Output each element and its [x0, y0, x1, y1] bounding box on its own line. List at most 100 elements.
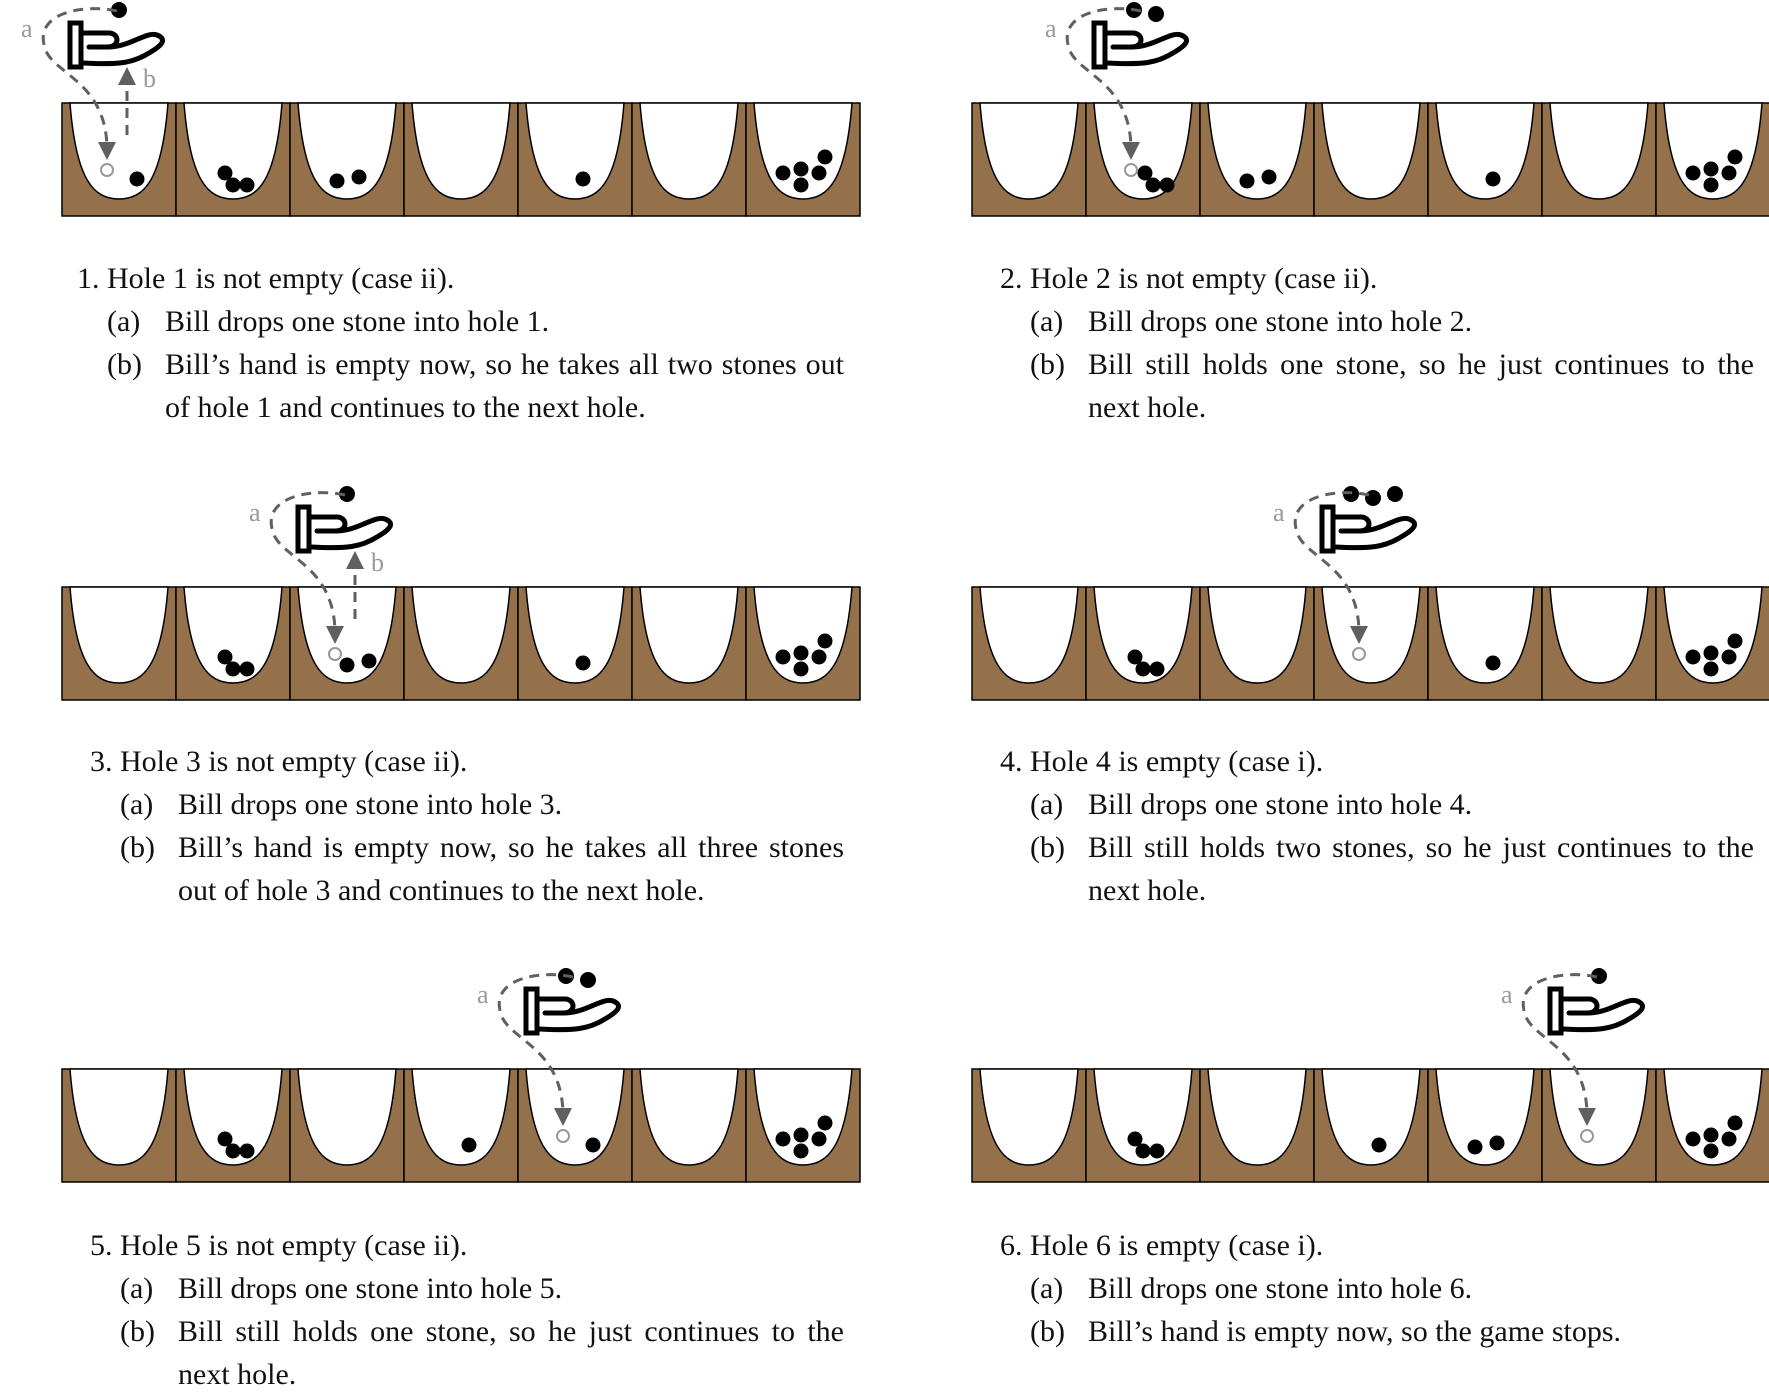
stone: [1721, 1131, 1737, 1147]
hole-cavity: [1207, 586, 1307, 684]
hole-1: [971, 102, 1087, 217]
hand-palm: [1560, 996, 1645, 1033]
hole-cavity: [1207, 1068, 1307, 1166]
hole-7: [1655, 1068, 1769, 1183]
step-5-description: 5. Hole 5 is not empty (case ii). (a)Bill…: [90, 1224, 844, 1396]
sub-step-text: Bill drops one stone into hole 2.: [1088, 305, 1473, 338]
stone: [793, 1143, 809, 1159]
sub-step-text: Bill drops one stone into hole 3.: [178, 788, 563, 821]
stone: [217, 165, 233, 181]
stone: [1721, 649, 1737, 665]
hole-cavity: [525, 1068, 625, 1166]
hand-palm: [308, 514, 393, 551]
hand-stone: [1148, 6, 1164, 22]
hole-2: [175, 102, 291, 217]
hole-cavity: [1093, 586, 1193, 684]
step-number: 4.: [1000, 745, 1023, 778]
sub-step-text: Bill still holds one stone, so he just c…: [1088, 348, 1754, 424]
hand-palm: [80, 30, 165, 67]
arrow-a-label: a: [21, 14, 33, 43]
stone: [361, 653, 377, 669]
arrow-a-drop: [41, 7, 118, 147]
dropped-stone-ghost: [1580, 1129, 1594, 1143]
stone: [811, 165, 827, 181]
hole-1: [61, 102, 177, 217]
hole-cavity: [1321, 102, 1421, 200]
hole-cavity: [1435, 586, 1535, 684]
stone: [225, 1143, 241, 1159]
step-number: 6.: [1000, 1229, 1023, 1262]
hole-6: [631, 102, 747, 217]
hole-6: [1541, 586, 1657, 701]
hole-cavity: [69, 102, 169, 200]
sub-step-a: (a)Bill drops one stone into hole 3.: [120, 783, 844, 826]
hole-4: [1313, 1068, 1429, 1183]
hole-cavity: [69, 1068, 169, 1166]
stone: [811, 649, 827, 665]
hole-cavity: [297, 102, 397, 200]
sub-step-label: (b): [1030, 348, 1065, 381]
sub-step-text: Bill still holds one stone, so he just c…: [178, 1315, 844, 1391]
hole-6: [631, 1068, 747, 1183]
step-4-description: 4. Hole 4 is empty (case i).(a)Bill drop…: [1000, 740, 1754, 912]
hand-palm: [1104, 30, 1189, 67]
sub-step-a: (a)Bill drops one stone into hole 1.: [107, 300, 844, 343]
stone: [1727, 149, 1743, 165]
stone: [1703, 177, 1719, 193]
panel-1: ab: [21, 2, 861, 217]
hole-4: [1313, 102, 1429, 217]
hole-3: [1199, 1068, 1315, 1183]
step-number: 5.: [90, 1229, 113, 1262]
hole-cavity: [183, 1068, 283, 1166]
hole-3: [1199, 586, 1315, 701]
stone: [817, 149, 833, 165]
sub-step-label: (b): [1030, 1315, 1065, 1348]
arrow-a-drop: [269, 491, 346, 631]
arrow-a-head: [98, 142, 116, 160]
step-heading-text: Hole 3 is not empty (case ii).: [120, 745, 468, 778]
sub-step-text: Bill drops one stone into hole 6.: [1088, 1272, 1473, 1305]
dropped-stone-ghost: [1124, 163, 1138, 177]
hole-cavity: [411, 102, 511, 200]
sub-step-text: Bill’s hand is empty now, so he takes al…: [165, 348, 844, 424]
arrow-a-label: a: [1045, 14, 1057, 43]
stone: [1685, 649, 1701, 665]
step-heading-text: Hole 5 is not empty (case ii).: [120, 1229, 468, 1262]
hole-6: [631, 586, 747, 701]
hole-7: [1655, 586, 1769, 701]
dropped-stone-ghost: [1352, 647, 1366, 661]
step-heading-text: Hole 1 is not empty (case ii).: [107, 262, 455, 295]
hand-cuff: [1091, 20, 1108, 70]
stone: [225, 661, 241, 677]
stone: [1467, 1139, 1483, 1155]
stone: [1721, 165, 1737, 181]
sub-step-label: (b): [120, 831, 155, 864]
step-heading: 4. Hole 4 is empty (case i).: [1000, 740, 1754, 783]
stone: [793, 661, 809, 677]
arrow-a-label: a: [1501, 980, 1513, 1009]
hole-cavity: [1321, 1068, 1421, 1166]
hole-cavity: [1321, 586, 1421, 684]
hole-cavity: [639, 102, 739, 200]
arrow-a-drop: [1521, 973, 1598, 1113]
hand-cuff: [295, 504, 312, 554]
stone: [1137, 165, 1153, 181]
hole-2: [1085, 1068, 1201, 1183]
hole-5: [517, 1068, 633, 1183]
stone: [217, 649, 233, 665]
sub-step-text: Bill’s hand is empty now, so he takes al…: [178, 831, 844, 907]
hole-cavity: [297, 1068, 397, 1166]
hand-stone: [111, 2, 127, 18]
hole-cavity: [1435, 102, 1535, 200]
hole-cavity: [639, 1068, 739, 1166]
sub-step-label: (b): [107, 348, 142, 381]
sub-step-a: (a)Bill drops one stone into hole 5.: [120, 1267, 844, 1310]
hole-cavity: [411, 586, 511, 684]
hole-cavity: [639, 586, 739, 684]
hole-1: [971, 586, 1087, 701]
step-number: 1.: [77, 262, 100, 295]
stone: [793, 161, 809, 177]
hole-cavity: [1093, 1068, 1193, 1166]
arrow-a-drop: [497, 973, 574, 1113]
stone: [817, 1115, 833, 1131]
